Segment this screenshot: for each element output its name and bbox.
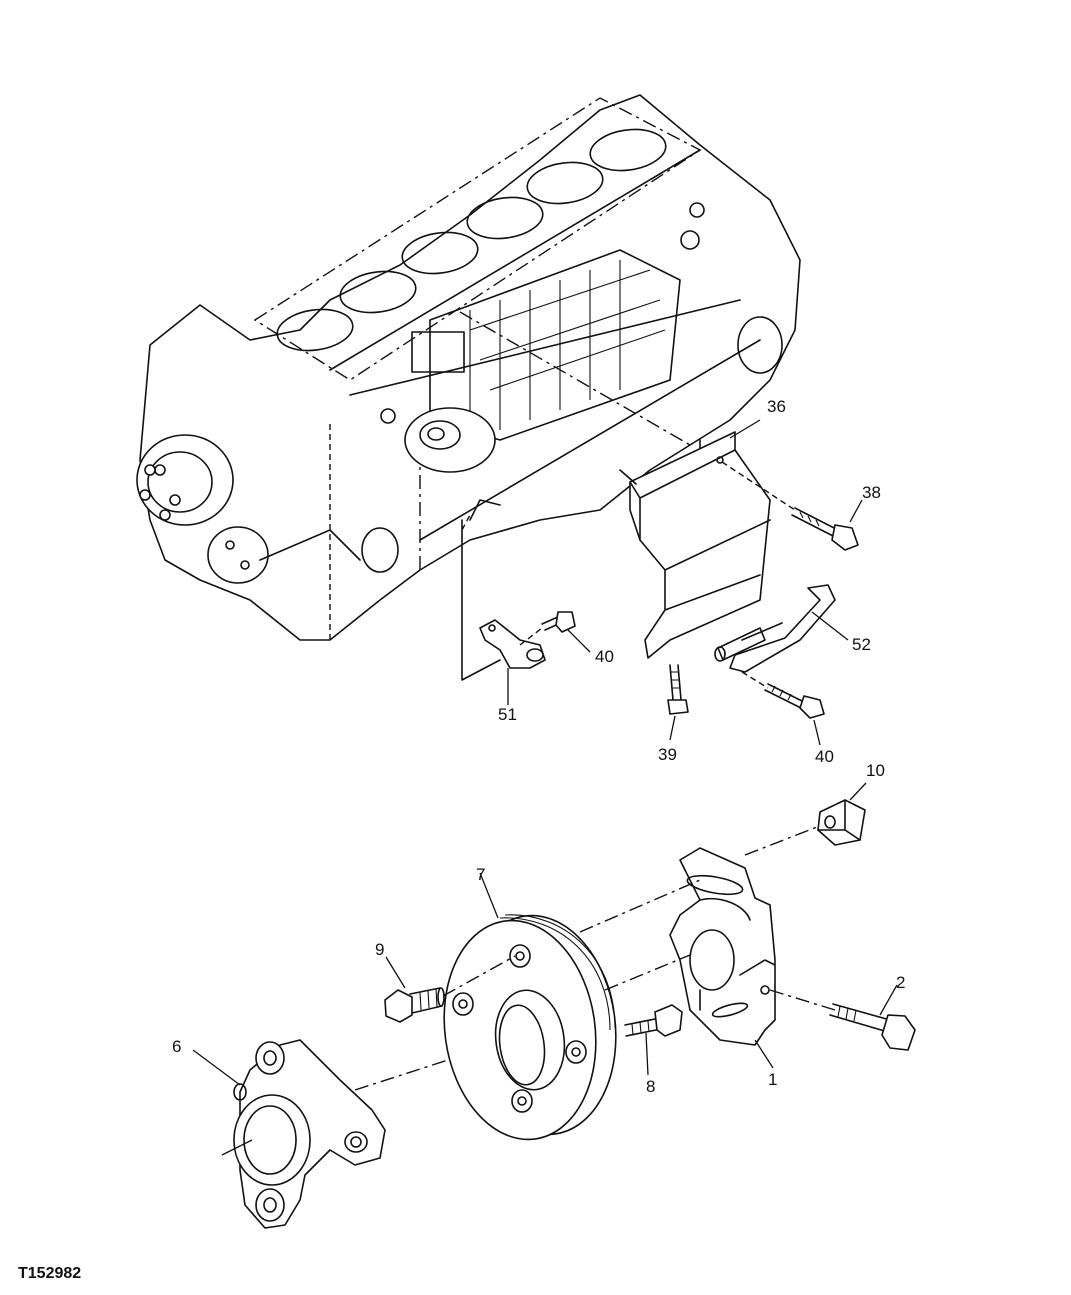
bolt-38: [791, 507, 859, 551]
callout-52: 52: [852, 635, 871, 654]
callout-36: 36: [767, 397, 786, 416]
callout-7: 7: [476, 865, 485, 884]
bolt-40-lower: [764, 683, 825, 719]
bolt-8: [624, 1004, 683, 1037]
leader-lines: [192, 419, 898, 1156]
bolt-2: [829, 1003, 916, 1051]
engine-block: [136, 94, 801, 641]
bracket-52: [714, 584, 836, 673]
callout-8: 8: [646, 1077, 655, 1096]
bracket-51: [479, 619, 546, 669]
bolt-40-upper: [541, 611, 576, 633]
callout-40-lower: 40: [815, 747, 834, 766]
figure-id: T152982: [18, 1265, 81, 1282]
bolt-9: [384, 987, 445, 1023]
callout-51: 51: [498, 705, 517, 724]
callout-2: 2: [896, 973, 905, 992]
heat-shield-assembly: [461, 431, 859, 719]
bolt-39: [667, 664, 689, 715]
callout-39: 39: [658, 745, 677, 764]
flange-6: [233, 1039, 386, 1229]
coupling-disc-7: [443, 914, 617, 1141]
callout-38: 38: [862, 483, 881, 502]
callout-10: 10: [866, 761, 885, 780]
bracket-1: [669, 847, 776, 1046]
callout-1: 1: [768, 1070, 777, 1089]
callout-40-upper: 40: [595, 647, 614, 666]
callout-6: 6: [172, 1037, 181, 1056]
nut-10: [817, 799, 866, 846]
callout-9: 9: [375, 940, 384, 959]
